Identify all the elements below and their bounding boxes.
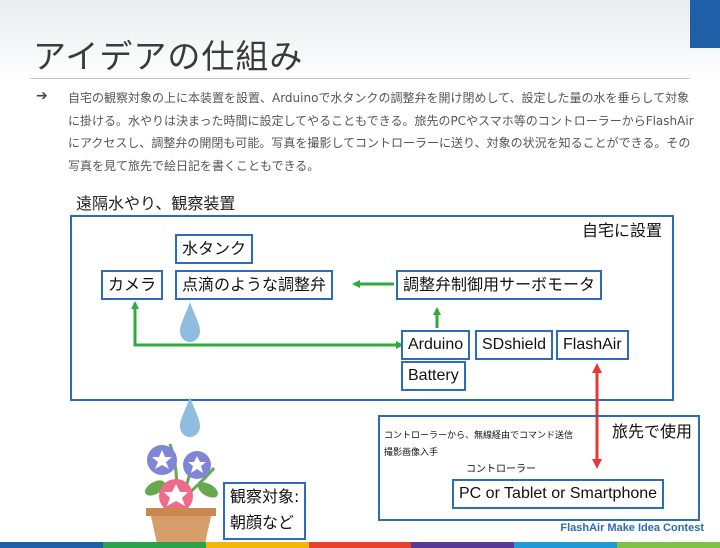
description-text: 自宅の観察対象の上に本装置を設置、Arduinoで水タンクの調整弁を開け閉めして… (68, 91, 694, 173)
section-label: 遠隔水やり、観察装置 (76, 194, 236, 213)
title-bar (0, 0, 720, 80)
battery-label: Battery (401, 361, 466, 391)
title-divider (30, 78, 690, 79)
observation-target-line-2: 朝顔など (230, 513, 295, 532)
arduino-label: Arduino (401, 330, 471, 360)
water-drop-upper-icon (180, 302, 200, 342)
controller-note-photo: 撮影画像入手 (384, 448, 439, 458)
controller-box (378, 415, 700, 521)
footer-stripe-segment (308, 542, 412, 548)
page-title: アイデアの仕組み (33, 37, 304, 76)
water-tank-label: 水タンク (175, 234, 254, 264)
bullet-arrow-icon: ➔ (36, 88, 48, 104)
footer-stripe-segment (411, 542, 515, 548)
servo-motor-label: 調整弁制御用サーボモータ (396, 270, 603, 300)
observation-target-label: 観察対象: 朝顔など (223, 482, 307, 540)
home-install-label: 自宅に設置 (582, 221, 663, 240)
travel-use-label: 旅先で使用 (612, 422, 693, 441)
footer-stripe-segment (0, 542, 103, 548)
corner-tab (690, 0, 720, 48)
footer-stripe-segment (102, 542, 206, 548)
controller-note-command: コントローラーから、無線経由でコマンド送信 (384, 431, 574, 441)
drip-valve-label: 点滴のような調整弁 (175, 270, 334, 300)
water-drop-lower-icon (180, 397, 200, 437)
footer-stripe-segment (514, 542, 618, 548)
sdshield-label: SDshield (475, 330, 554, 360)
footer-color-stripe (0, 542, 720, 548)
camera-label: カメラ (101, 270, 164, 300)
morning-glory-plant-icon (145, 443, 218, 548)
flashair-label: FlashAir (556, 330, 629, 360)
footer-stripe-segment (617, 542, 720, 548)
camera-arduino-connector (131, 301, 404, 349)
footer-contest-label: FlashAir Make Idea Contest (560, 522, 704, 534)
footer-stripe-segment (205, 542, 309, 548)
device-label: PC or Tablet or Smartphone (452, 479, 665, 509)
observation-target-line-1: 観察対象: (230, 487, 300, 506)
controller-label: コントローラー (466, 464, 536, 475)
home-device-box (70, 215, 674, 401)
